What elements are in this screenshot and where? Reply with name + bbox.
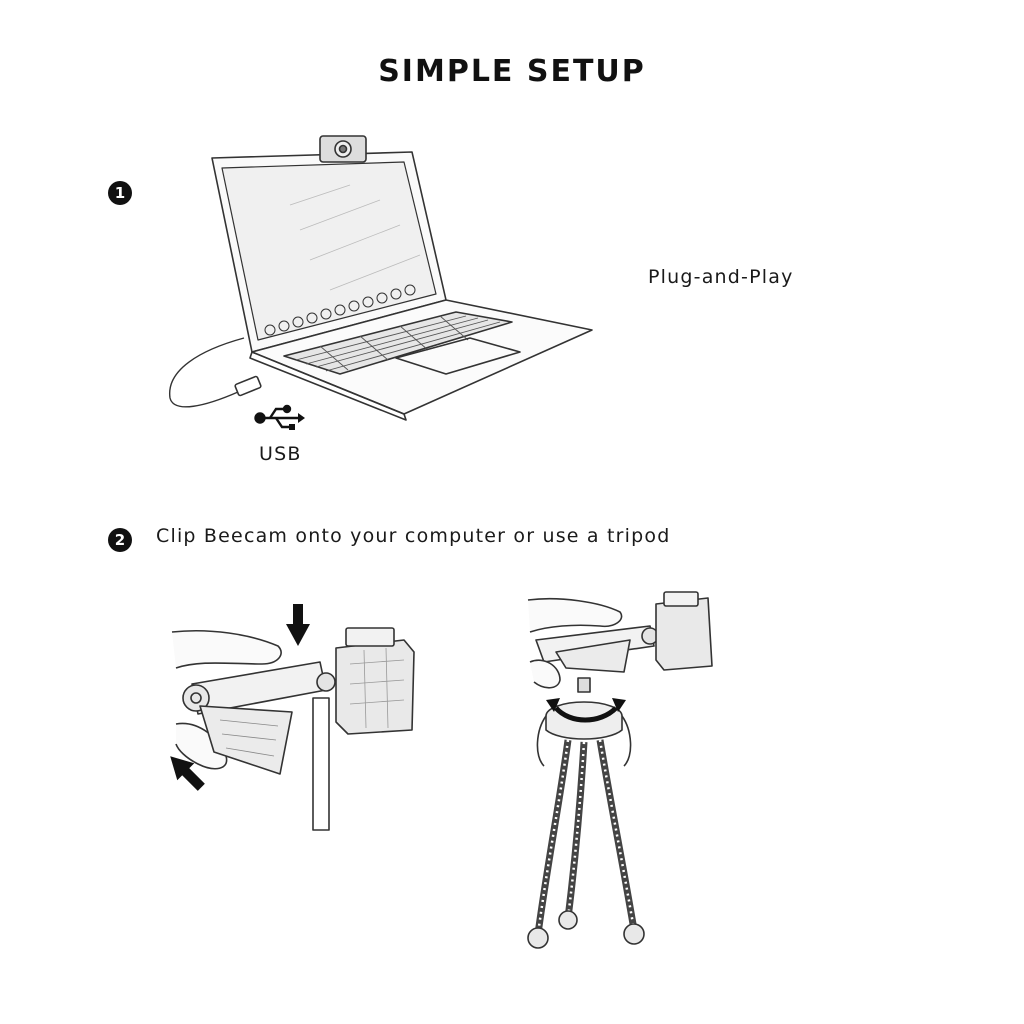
usb-icon xyxy=(254,404,305,430)
step-1-caption: Plug-and-Play xyxy=(648,266,794,288)
step-1-badge: 1 xyxy=(108,181,132,205)
step-2-badge: 2 xyxy=(108,528,132,552)
arrow-icon xyxy=(170,756,205,791)
step-2-caption: Clip Beecam onto your computer or use a … xyxy=(156,525,671,547)
usb-label: USB xyxy=(259,443,302,465)
arrow-icon xyxy=(286,604,310,646)
page-title: SIMPLE SETUP xyxy=(378,54,646,89)
rotate-arrows-icon xyxy=(554,706,618,723)
